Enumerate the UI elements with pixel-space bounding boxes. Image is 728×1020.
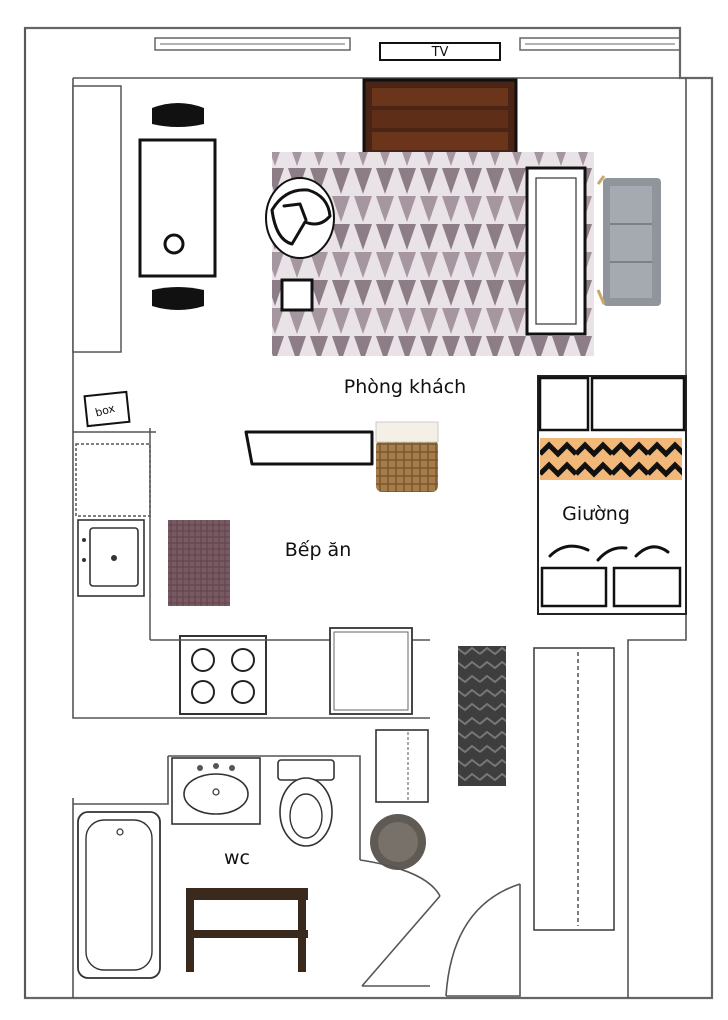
- tv: TV: [379, 42, 501, 61]
- toilet: [277, 759, 335, 847]
- kitchen-dining-label: Bếp ăn: [285, 539, 352, 561]
- bed-label: Giường: [562, 503, 630, 525]
- entrance-door: [445, 883, 521, 997]
- stove: [179, 635, 267, 715]
- window-left: [154, 37, 351, 51]
- box-label: box: [94, 402, 117, 420]
- bathroom-door: [359, 859, 441, 987]
- wc-label: wc: [224, 847, 250, 869]
- bathtub: [77, 811, 161, 979]
- bed: [537, 375, 687, 615]
- bathroom-walls: [73, 755, 430, 987]
- coffee-table: [525, 166, 587, 336]
- dining-chair-bottom: [152, 287, 204, 310]
- bath-shelf: [186, 888, 308, 972]
- window-right: [519, 37, 681, 51]
- dining-table: [138, 138, 217, 278]
- left-wall-cabinet: [72, 85, 122, 353]
- living-room-label: Phòng khách: [344, 376, 466, 398]
- refrigerator: [329, 627, 413, 715]
- laundry-cabinet: [375, 729, 429, 803]
- hallway-runner: [458, 646, 506, 786]
- side-table: [280, 278, 314, 312]
- box: box: [83, 390, 131, 428]
- tv-cabinet: [362, 78, 518, 160]
- kitchen-counter-upper: [75, 443, 151, 517]
- bathroom-sink: [171, 757, 261, 825]
- kitchen-sink: [77, 519, 145, 597]
- armchair: [265, 177, 335, 259]
- bench: [244, 430, 374, 466]
- wicker-basket: [375, 421, 439, 492]
- kitchen-rug: [168, 520, 230, 606]
- closet: [533, 647, 615, 931]
- sofa: [596, 175, 661, 306]
- dining-chair-top: [152, 103, 204, 127]
- stone-stool: [370, 814, 426, 870]
- tv-label: TV: [431, 45, 449, 60]
